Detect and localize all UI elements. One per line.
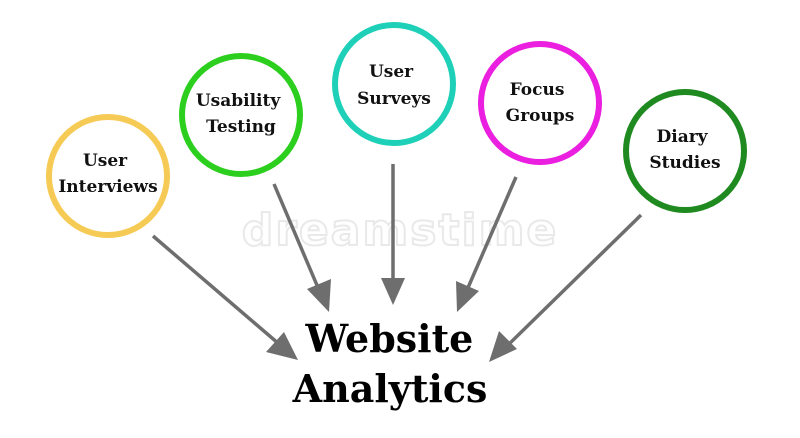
node-circle	[332, 22, 456, 146]
central-title: Website Analytics	[292, 316, 488, 411]
central-title-line-1: Website	[304, 316, 473, 361]
arrow-focus-groups	[456, 176, 518, 312]
node-label-line-1: User	[369, 62, 414, 82]
node-label-line-1: User	[83, 151, 128, 171]
svg-text:Usability Testing: Usability Testing	[196, 91, 286, 137]
arrow-usability-testing	[272, 183, 331, 312]
node-circle	[623, 89, 747, 213]
node-circle	[179, 53, 303, 177]
svg-text:User Interviews: User Interviews	[58, 151, 157, 197]
arrow-user-surveys	[381, 164, 405, 305]
svg-text:User Surveys: User Surveys	[357, 62, 431, 109]
node-user-surveys: User Surveys	[332, 22, 456, 146]
arrow-user-interviews	[151, 234, 298, 360]
node-label-line-2: Studies	[649, 153, 720, 173]
node-diary-studies: Diary Studies	[623, 89, 747, 213]
node-label-line-1: Diary	[657, 127, 709, 147]
node-label-line-1: Usability	[196, 91, 282, 111]
node-usability-testing: Usability Testing	[179, 53, 303, 177]
node-user-interviews: User Interviews	[46, 114, 170, 238]
arrow-diary-studies	[489, 213, 643, 362]
node-label-line-2: Testing	[206, 117, 276, 137]
node-circle	[46, 114, 170, 238]
node-label-line-2: Interviews	[58, 177, 157, 197]
central-title-line-2: Analytics	[292, 366, 488, 411]
watermark-text: dreamstime	[242, 205, 559, 256]
node-label-line-2: Groups	[506, 106, 575, 126]
node-label-line-2: Surveys	[357, 89, 431, 109]
svg-text:Focus Groups: Focus Groups	[506, 80, 575, 126]
node-label-line-1: Focus	[510, 80, 565, 100]
node-circle	[478, 41, 602, 165]
node-focus-groups: Focus Groups	[478, 41, 602, 165]
svg-text:Diary Studies: Diary Studies	[649, 127, 720, 173]
